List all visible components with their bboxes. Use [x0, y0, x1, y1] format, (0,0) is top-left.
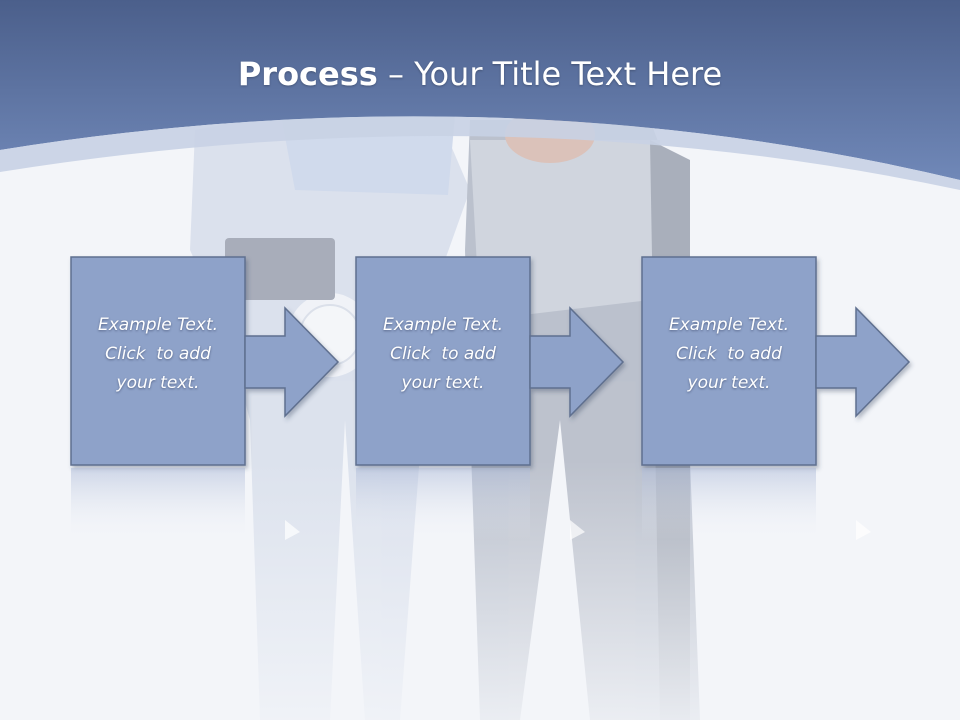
step-3-shape[interactable] — [641, 256, 911, 466]
step-3-line-3: your text. — [687, 373, 771, 393]
process-diagram — [70, 256, 911, 466]
step-3-text[interactable]: Example Text. Click to add your text. — [642, 311, 816, 398]
step-2-line-3: your text. — [401, 373, 485, 393]
step-3-line-2: Click to add — [676, 344, 782, 364]
step-reflections — [71, 468, 871, 540]
step-2-shape[interactable] — [355, 256, 625, 466]
title-bold: Process — [237, 55, 378, 93]
step-1-line-1: Example Text. — [97, 315, 219, 335]
header-band — [0, 0, 960, 180]
step-2-text[interactable]: Example Text. Click to add your text. — [356, 311, 530, 398]
step-1-text[interactable]: Example Text. Click to add your text. — [71, 311, 245, 398]
step-2-line-2: Click to add — [390, 344, 496, 364]
step-1-line-3: your text. — [116, 373, 200, 393]
slide-title[interactable]: Process – Your Title Text Here — [0, 52, 960, 96]
header-swoosh — [0, 116, 960, 190]
step-2-line-1: Example Text. — [382, 315, 504, 335]
step-3-line-1: Example Text. — [668, 315, 790, 335]
title-rest: – Your Title Text Here — [377, 55, 723, 93]
step-1-shape[interactable] — [70, 256, 340, 466]
step-1-line-2: Click to add — [105, 344, 211, 364]
